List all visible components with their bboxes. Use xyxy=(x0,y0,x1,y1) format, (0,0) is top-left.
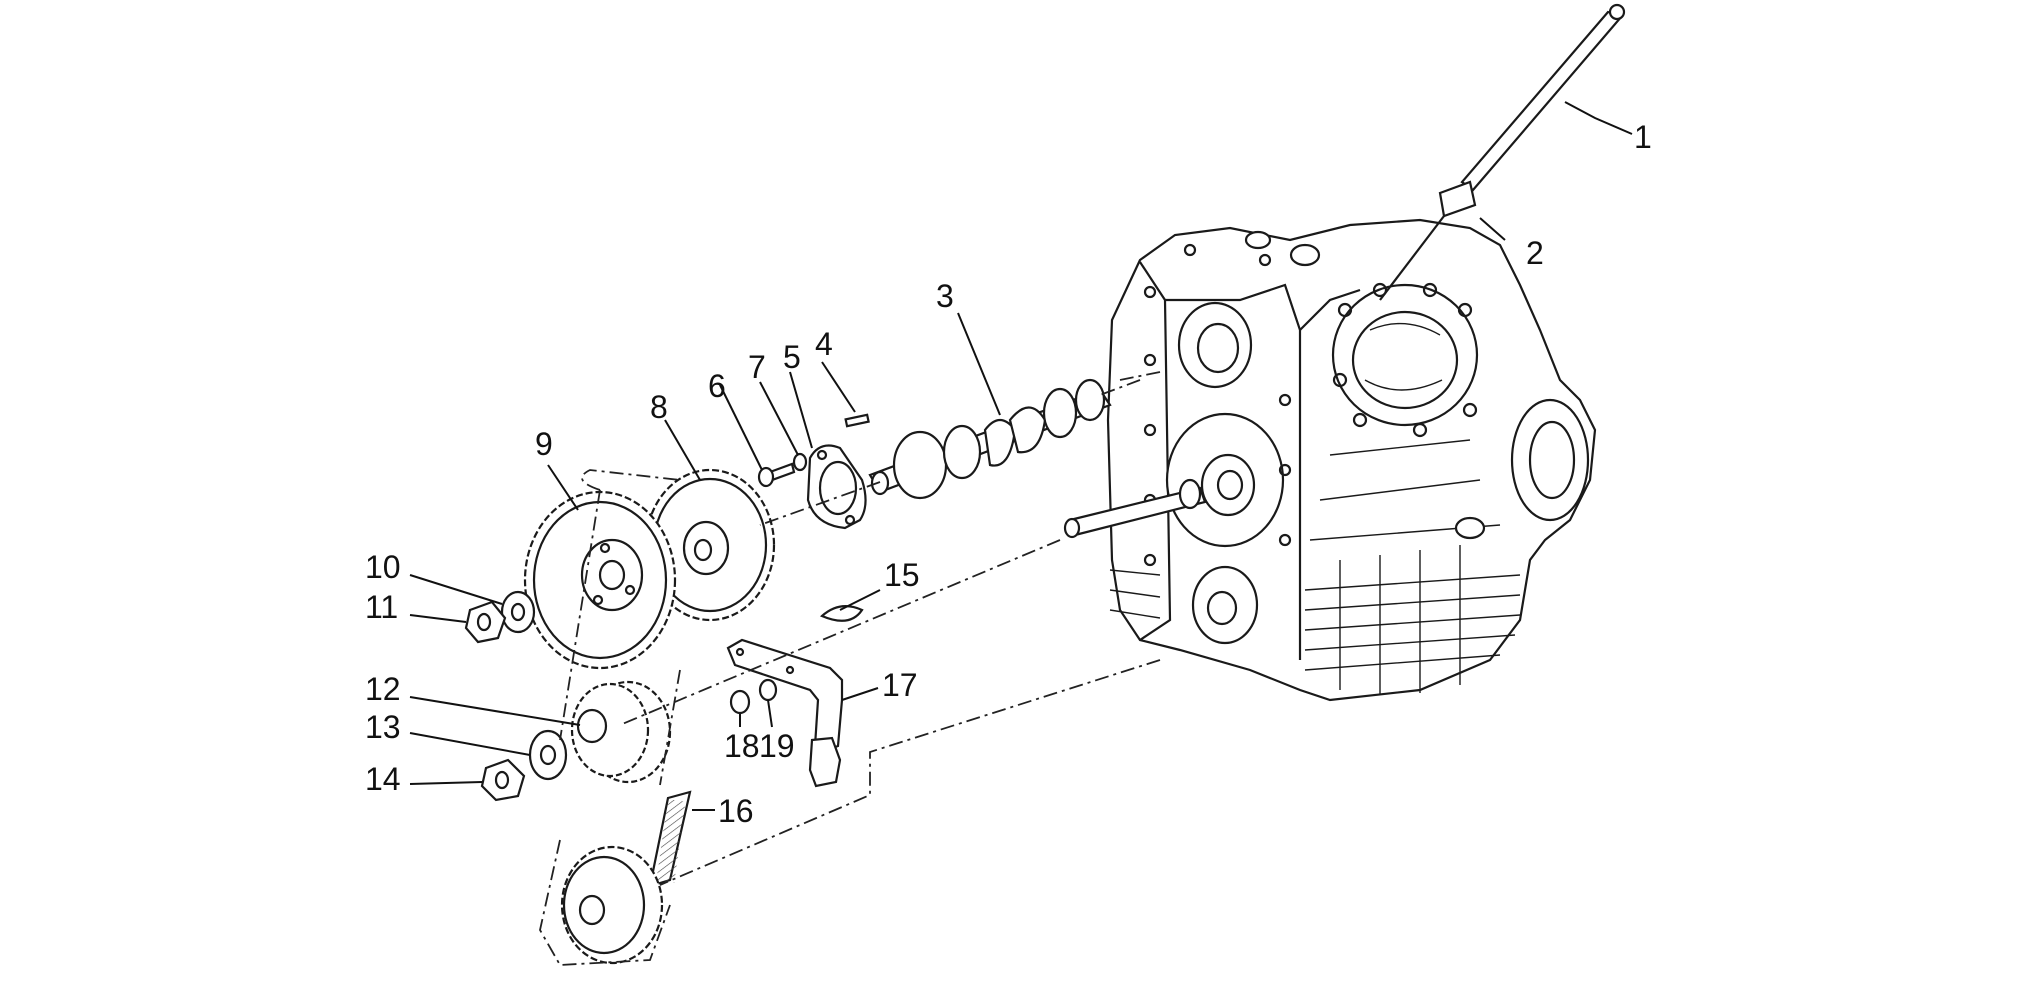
label-13: 13 xyxy=(365,709,401,745)
label-14: 14 xyxy=(365,761,401,797)
label-3: 3 xyxy=(936,278,954,314)
label-19: 19 xyxy=(759,728,795,764)
label-1: 1 xyxy=(1634,119,1652,155)
label-8: 8 xyxy=(650,389,668,425)
label-9: 9 xyxy=(535,426,553,462)
crankcase xyxy=(1106,218,1597,702)
woodruff-key xyxy=(844,413,870,428)
crankshaft-end xyxy=(1063,478,1207,539)
label-15: 15 xyxy=(884,557,920,593)
label-12: 12 xyxy=(365,671,401,707)
label-11: 11 xyxy=(365,589,398,625)
label-18: 18 xyxy=(724,728,760,764)
oil-pump-gear xyxy=(560,845,664,965)
alignment-lines xyxy=(539,371,1161,966)
label-5: 5 xyxy=(783,339,801,375)
leader-lines xyxy=(409,101,1633,811)
dipstick-tube xyxy=(1379,180,1477,301)
timing-chain xyxy=(648,790,692,888)
camshaft xyxy=(868,378,1112,500)
screw-6 xyxy=(757,462,796,488)
washer-10 xyxy=(500,590,536,634)
washer-19 xyxy=(758,678,778,702)
cylinder-bore xyxy=(1331,282,1479,438)
label-2: 2 xyxy=(1526,235,1544,271)
label-17: 17 xyxy=(882,667,918,703)
chain-tensioner-bracket xyxy=(726,638,844,788)
part-number-labels: 1 2 3 4 5 7 6 8 9 10 11 12 13 14 15 16 1… xyxy=(365,119,1652,829)
label-6: 6 xyxy=(708,368,726,404)
key-15 xyxy=(819,605,864,622)
camshaft-gear xyxy=(644,468,776,622)
label-16: 16 xyxy=(718,793,754,829)
flange-plate xyxy=(806,444,867,530)
label-7: 7 xyxy=(748,349,766,385)
idler-gear xyxy=(523,490,677,670)
crankshaft-gear xyxy=(570,680,672,784)
nut-14 xyxy=(480,758,526,802)
dipstick xyxy=(1460,3,1626,192)
label-4: 4 xyxy=(815,326,833,362)
nut-11 xyxy=(464,600,507,644)
washer-7 xyxy=(792,452,808,472)
label-10: 10 xyxy=(365,549,401,585)
bolt-18 xyxy=(729,689,751,715)
